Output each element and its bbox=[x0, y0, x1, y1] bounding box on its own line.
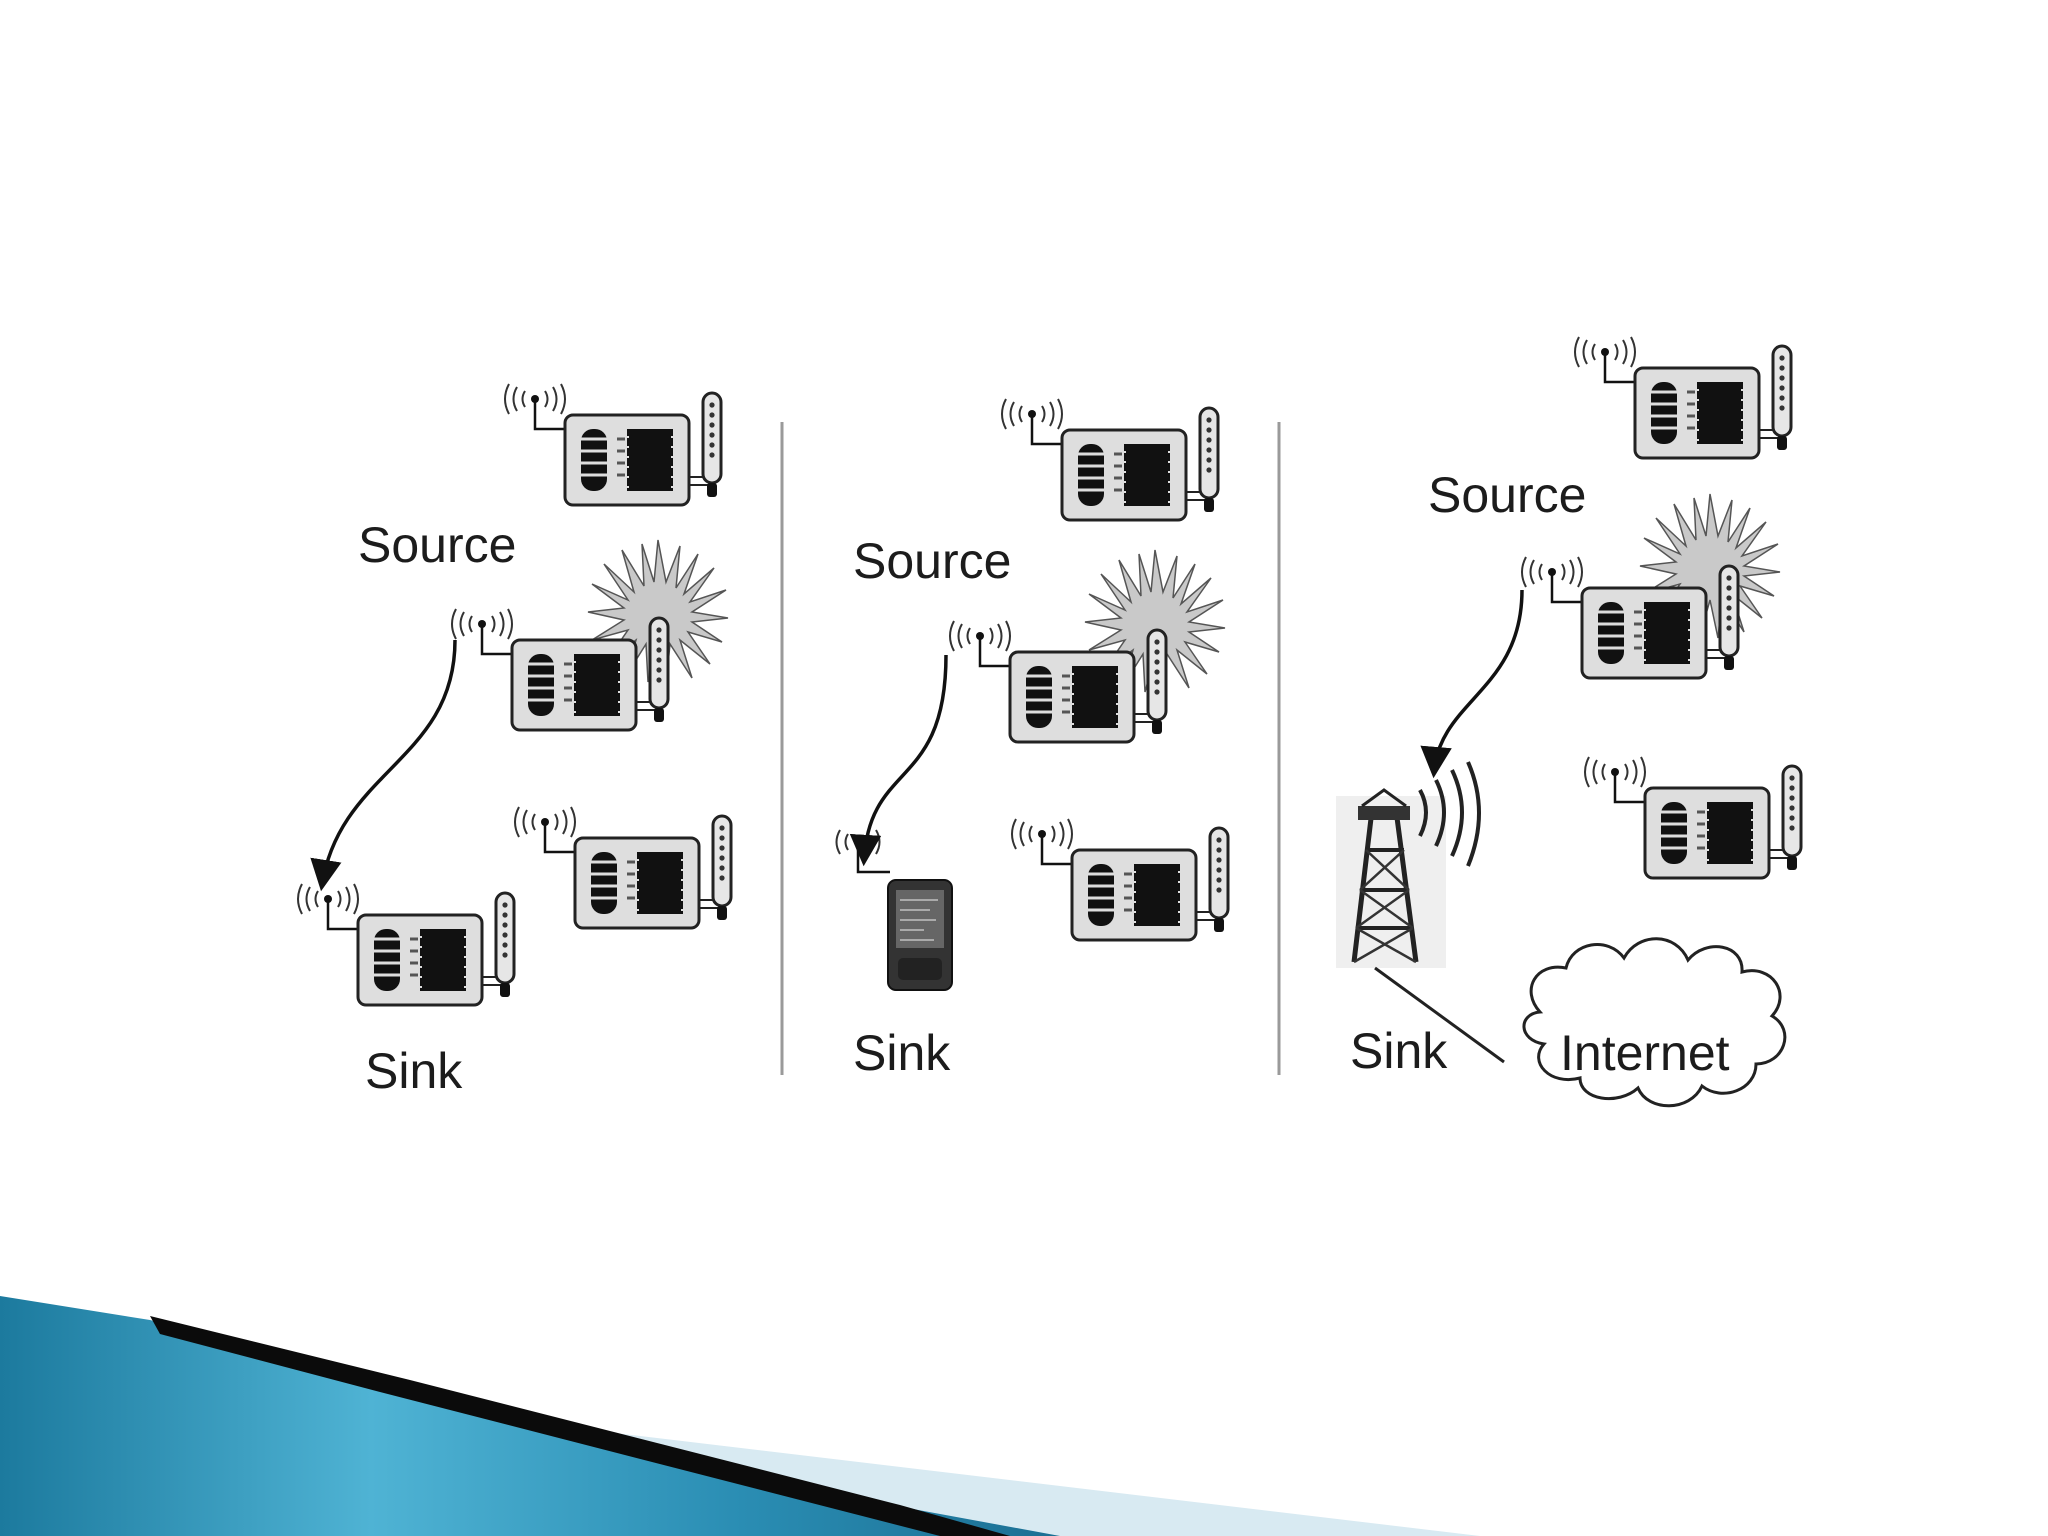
tower-icon bbox=[1336, 761, 1481, 968]
panel-1: Source Sink bbox=[296, 382, 733, 1099]
panel-1-node-top bbox=[503, 382, 723, 507]
panel-1-node-right bbox=[513, 805, 733, 930]
panel-2-source-label: Source bbox=[853, 533, 1011, 589]
internet-label: Internet bbox=[1560, 1025, 1730, 1081]
panel-1-source-label: Source bbox=[358, 517, 516, 573]
panel-2-sink-label: Sink bbox=[853, 1025, 951, 1081]
panel-3-arrow bbox=[1420, 589, 1524, 779]
panel-1-sink-label: Sink bbox=[365, 1043, 463, 1099]
panel-3-sink-label: Sink bbox=[1350, 1023, 1448, 1079]
panel-3-source-label: Source bbox=[1428, 467, 1586, 523]
panel-2: Source Sink bbox=[835, 397, 1230, 1081]
panel-2-node-right bbox=[1010, 817, 1230, 942]
panel-2-arrow bbox=[849, 654, 948, 867]
cloud-icon bbox=[1522, 937, 1787, 1108]
panel-3-node-right bbox=[1583, 755, 1803, 880]
panel-3-node-top bbox=[1573, 335, 1793, 460]
pda-icon bbox=[835, 829, 953, 991]
panel-1-node-sink bbox=[296, 882, 516, 1007]
panel-1-arrow bbox=[310, 639, 457, 892]
panel-3-link bbox=[1374, 966, 1505, 1064]
footer-decoration bbox=[0, 1296, 1480, 1536]
panel-2-node-top bbox=[1000, 397, 1220, 522]
panel-3: Source Sink Internet bbox=[1336, 335, 1803, 1108]
